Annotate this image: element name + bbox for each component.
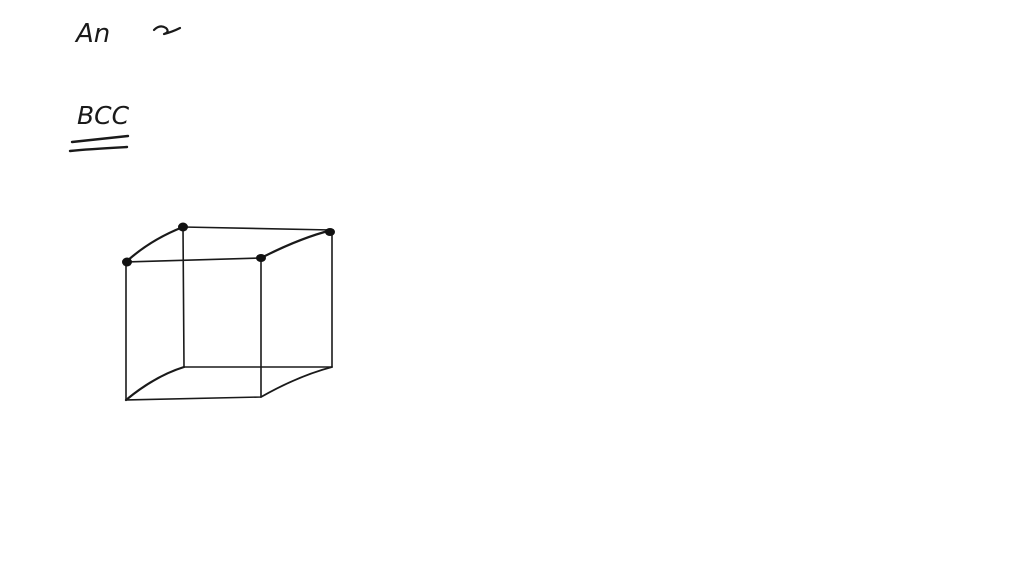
- cube-edge-bottom-right: [260, 366, 333, 398]
- heading-underline-1: [70, 134, 130, 144]
- top-scribble-fragment: [152, 25, 182, 36]
- cube-edge-top-left: [124, 225, 185, 264]
- corner-atom-front-top-right: [256, 254, 266, 262]
- top-text-fragment: An: [74, 19, 182, 49]
- heading-text: BCC: [77, 101, 130, 130]
- cube-edge-bottom-left: [124, 365, 186, 402]
- cube-back-face: [182, 226, 333, 368]
- corner-atom-back-top-left: [178, 222, 188, 232]
- bcc-heading: BCC: [68, 101, 130, 153]
- heading-underline-2: [68, 145, 129, 153]
- cube-edge-top-right: [259, 228, 334, 260]
- corner-atom-front-top-left: [122, 257, 132, 267]
- bcc-unit-cell-cube: [122, 222, 335, 402]
- corner-atom-back-top-right: [325, 228, 335, 236]
- cube-front-face: [125, 257, 262, 401]
- top-text-cut-off: An: [74, 19, 110, 49]
